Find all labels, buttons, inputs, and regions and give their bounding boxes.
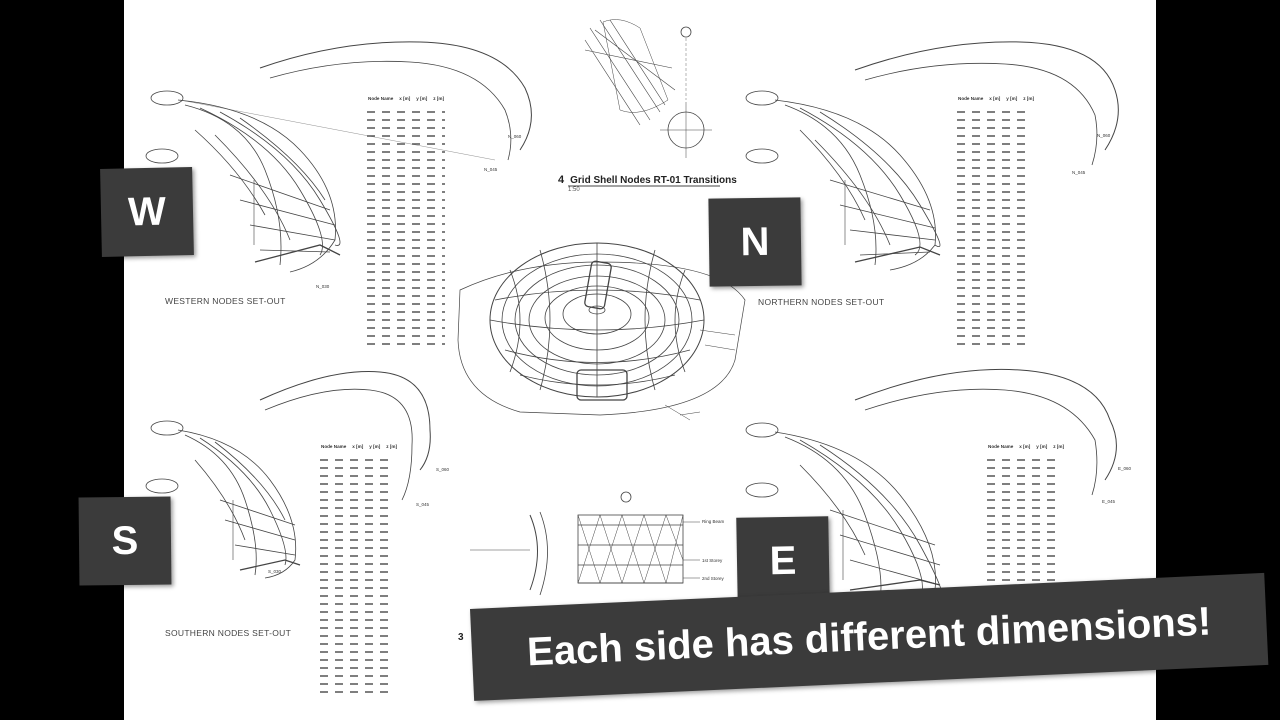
north-tag: N [708,197,802,287]
node-label: E_045 [1102,499,1116,504]
node-label: N_045 [1072,170,1086,175]
table-header-y: y [m] [1036,444,1048,449]
north-tag-label: N [740,219,770,264]
table-header-x: x [m] [989,96,1001,101]
table-header-z: z [m] [1023,96,1034,101]
table-header-z: z [m] [1053,444,1064,449]
node-label: N_030 [316,284,330,289]
table-header-y: y [m] [416,96,428,101]
node-label: N_045 [484,167,498,172]
table-header-name: Node Name [958,96,984,101]
east-tag-label: E [769,538,797,583]
node-label: S_060 [436,467,450,472]
grid-shell-layer [145,19,1119,601]
table-header-z: z [m] [433,96,444,101]
node-label: N_060 [1097,133,1111,138]
node-label: S_045 [416,502,430,507]
detail-4-scale: 1:50 [568,187,580,193]
detail-title-text: Grid Shell Nodes RT-01 Transitions [570,175,737,186]
north-shell-drawing [745,41,1119,271]
west-shell-drawing [145,41,532,273]
south-node-table: Node Name x [m] y [m] z [m] [318,444,400,450]
node-label: E_060 [1118,466,1132,471]
south-tag: S [78,496,172,586]
torus-drawing [457,242,746,421]
north-node-table: Node Name x [m] y [m] z [m] [955,96,1037,102]
west-node-table: Node Name x [m] y [m] z [m] [365,96,447,102]
detail-4-drawing [568,19,720,187]
east-node-table: Node Name x [m] y [m] z [m] [985,444,1067,450]
detail-number: 4 [558,174,565,186]
west-tag-label: W [127,189,167,234]
table-header-y: y [m] [1006,96,1018,101]
detail-3-drawing [470,491,700,596]
table-header-z: z [m] [386,444,397,449]
detail-4-title: 4 Grid Shell Nodes RT-01 Transitions [558,174,737,186]
node-label: S_030 [268,569,282,574]
detail-3-number: 3 [458,632,464,643]
northern-nodes-caption: NORTHERN NODES SET-OUT [758,297,885,307]
table-header-x: x [m] [352,444,364,449]
west-tag: W [100,167,194,257]
section-label: 1st Storey [702,558,723,563]
table-header-x: x [m] [399,96,411,101]
southern-nodes-caption: SOUTHERN NODES SET-OUT [165,628,292,638]
table-header-name: Node Name [988,444,1014,449]
table-header-name: Node Name [368,96,394,101]
banner-text: Each side has different dimensions! [526,598,1213,674]
south-shell-drawing [145,371,431,579]
table-header-name: Node Name [321,444,347,449]
table-header-y: y [m] [369,444,381,449]
section-label: Ring Beam [702,519,725,524]
western-nodes-caption: WESTERN NODES SET-OUT [165,296,286,306]
section-label: 2nd Storey [702,576,724,581]
south-tag-label: S [111,518,139,563]
table-header-x: x [m] [1019,444,1031,449]
node-label: N_060 [508,134,522,139]
